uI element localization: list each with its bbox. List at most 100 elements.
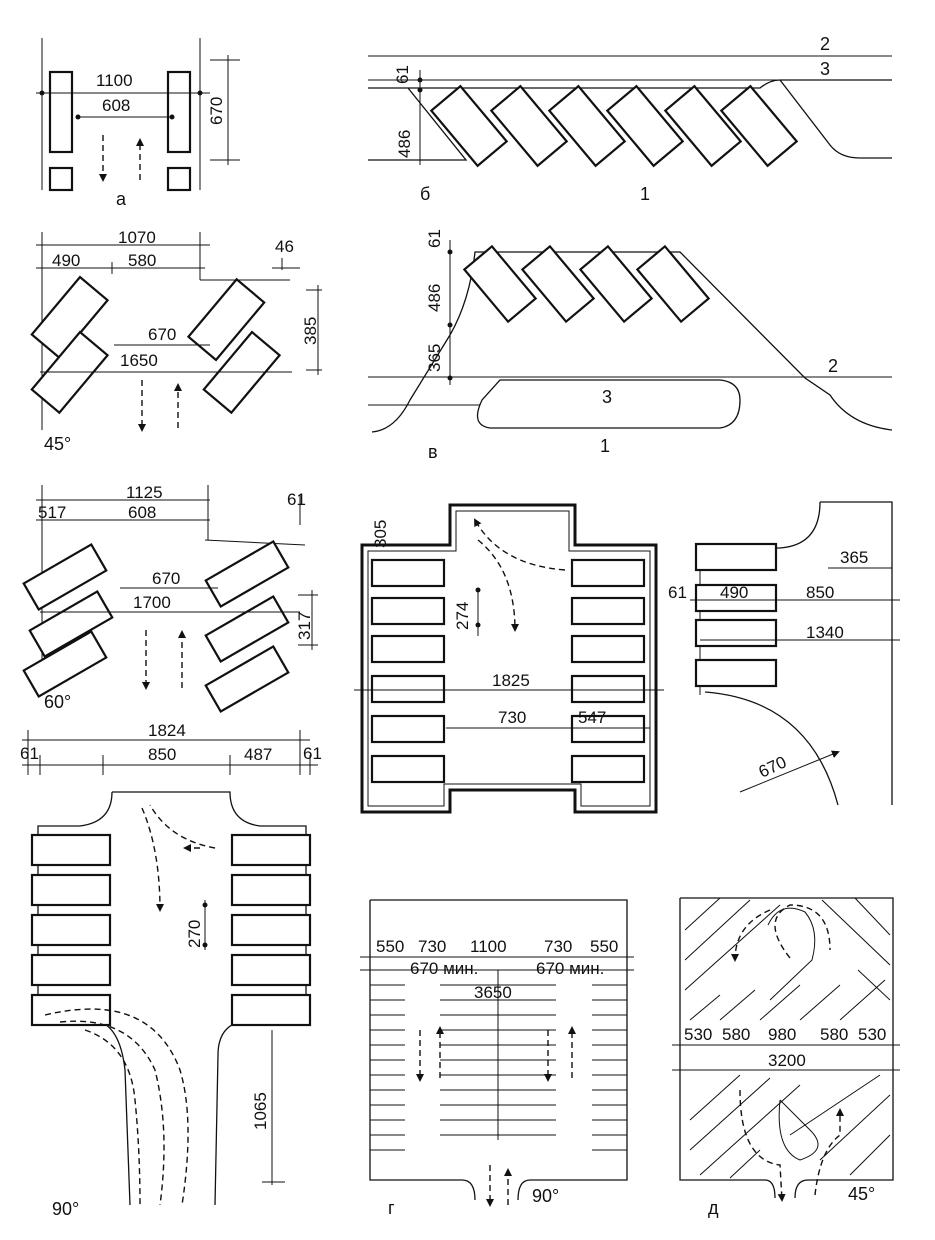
stalls-left	[30, 833, 112, 1027]
panel-letter: в	[428, 442, 438, 462]
dim-label: 670	[756, 752, 790, 781]
panel-g-top: 305 274 1825 730 547	[354, 503, 664, 814]
dim-label: 46	[275, 237, 294, 256]
dim-label: 730	[418, 937, 446, 956]
outer-wall	[370, 899, 628, 1201]
angled-stalls	[22, 540, 290, 713]
dim-label: 3650	[474, 983, 512, 1002]
dim-label: 517	[38, 503, 66, 522]
dim-label: 550	[376, 937, 404, 956]
angle-label: 90°	[532, 1186, 559, 1206]
angle-label: 45°	[848, 1184, 875, 1204]
dim-label: 270	[185, 920, 204, 948]
ref-number: 1	[640, 184, 650, 204]
dim-label: 547	[578, 708, 606, 727]
dim-label: 580	[722, 1025, 750, 1044]
panel-right-top: 365 61 490 850 1340 670	[668, 501, 900, 806]
angle-label: 45°	[44, 434, 71, 454]
dim-label: 550	[590, 937, 618, 956]
panel-g: 550 730 1100 730 550 670 мин. 670 мин. 3…	[360, 899, 634, 1218]
stall-lines	[370, 984, 627, 1151]
panel-45: 1070 490 580 46 670 1650 385 45°	[30, 228, 322, 454]
dim-label: 61	[668, 583, 687, 602]
stalls-right	[570, 558, 646, 784]
panel-letter: а	[116, 189, 127, 209]
outer-wall	[680, 897, 894, 1199]
dim-label: 486	[395, 130, 414, 158]
dim-label: 850	[148, 745, 176, 764]
panel-90: 1824 61 850 487 61 270 1065 90°	[20, 721, 322, 1219]
panel-v: 61 486 365 3 2 1 в	[368, 229, 893, 462]
curb	[820, 501, 893, 805]
dim-label: 850	[806, 583, 834, 602]
dim-label: 61	[425, 229, 444, 248]
panel-60: 1125 517 608 61 670 1700 317 60°	[22, 483, 318, 713]
dim-label: 61	[393, 65, 412, 84]
stalls-left	[370, 558, 446, 784]
dim-label: 1340	[806, 623, 844, 642]
dim-label: 1100	[470, 937, 507, 956]
dim-label: 608	[102, 96, 130, 115]
ref-number: 2	[828, 356, 838, 376]
dim-label: 530	[684, 1025, 712, 1044]
dim-label: 305	[371, 520, 390, 548]
stall	[48, 166, 74, 192]
ref-number: 3	[820, 59, 830, 79]
panel-a: 1100 608 670 а	[36, 38, 240, 209]
dim-label: 1125	[126, 483, 163, 502]
turning-radius-curve	[704, 691, 839, 806]
ref-number: 2	[820, 34, 830, 54]
dim-label: 385	[301, 317, 320, 345]
dim-label: 317	[295, 612, 314, 640]
dim-label: 487	[244, 745, 272, 764]
panel-letter: б	[420, 184, 430, 204]
dim-label: 530	[858, 1025, 886, 1044]
dim-label: 608	[128, 503, 156, 522]
dim-label: 490	[720, 583, 748, 602]
dim-label: 1824	[148, 721, 186, 740]
curb	[371, 251, 893, 433]
curb	[368, 87, 468, 161]
dim-label: 486	[425, 284, 444, 312]
dim-label: 670	[152, 569, 180, 588]
panel-letter: г	[388, 1198, 395, 1218]
dim-label: 980	[768, 1025, 796, 1044]
ref-number: 1	[600, 436, 610, 456]
dim-label: 1070	[118, 228, 156, 247]
dim-label: 670 мин.	[536, 959, 604, 978]
panel-letter: д	[708, 1198, 719, 1218]
dim-label: 365	[425, 344, 444, 372]
panel-b: 61 486 2 3 1 б	[368, 34, 892, 204]
dim-label: 730	[544, 937, 572, 956]
dim-label: 61	[303, 744, 322, 763]
dim-label: 1650	[120, 351, 158, 370]
panel-d: 530 580 980 580 530 3200 45° д	[672, 897, 900, 1218]
stall	[166, 70, 192, 154]
angle-label: 90°	[52, 1199, 79, 1219]
dim-label: 490	[52, 251, 80, 270]
dim-label: 1100	[96, 71, 133, 90]
outer-wall	[360, 503, 658, 814]
dim-label: 580	[128, 251, 156, 270]
stalls	[694, 542, 778, 688]
dim-label: 61	[20, 744, 39, 763]
stalls-right	[230, 833, 312, 1027]
dim-label: 670	[148, 325, 176, 344]
dim-label: 274	[453, 602, 472, 630]
dim-label: 1825	[492, 671, 530, 690]
dim-label: 1700	[133, 593, 171, 612]
ref-number: 3	[602, 387, 612, 407]
angled-stalls	[462, 244, 711, 324]
stall	[166, 166, 192, 192]
dim-label: 670	[207, 97, 226, 125]
angle-label: 60°	[44, 692, 71, 712]
dim-label: 670 мин.	[410, 959, 478, 978]
herringbone-stalls	[684, 897, 891, 1179]
island	[476, 379, 741, 429]
dim-label: 730	[498, 708, 526, 727]
dim-label: 1065	[251, 1092, 270, 1130]
dim-label: 365	[840, 548, 868, 567]
dim-label: 580	[820, 1025, 848, 1044]
stall	[48, 70, 74, 154]
angled-stalls	[429, 84, 799, 168]
